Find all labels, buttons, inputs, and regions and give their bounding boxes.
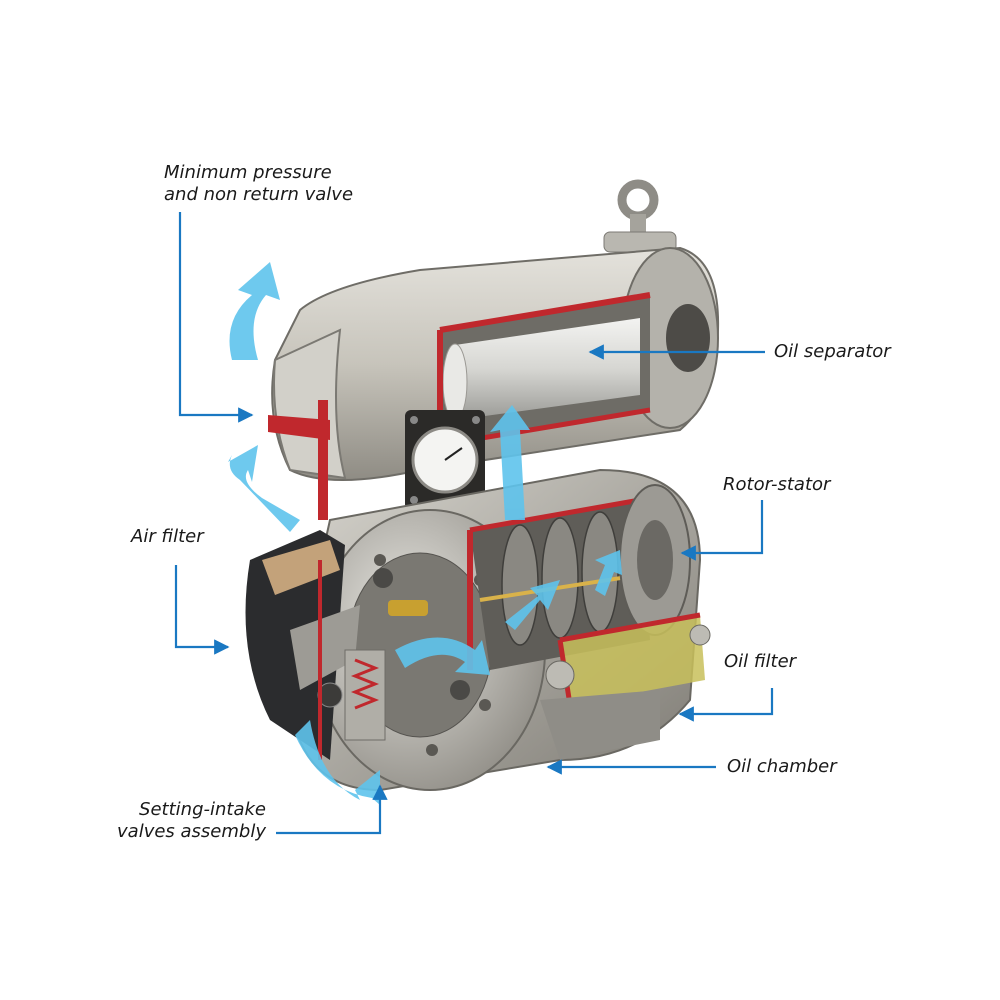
pressure-gauge bbox=[405, 410, 485, 510]
label-air-filter: Air filter bbox=[131, 526, 204, 548]
label-rotor-stator: Rotor-stator bbox=[723, 474, 830, 496]
label-oil-separator-text: Oil separator bbox=[774, 341, 891, 362]
intake-valves bbox=[344, 568, 470, 741]
leader-setting-intake bbox=[276, 784, 388, 835]
label-setting-intake: Setting-intake valves assembly bbox=[113, 799, 266, 843]
label-min-pressure: Minimum pressure and non return valve bbox=[164, 162, 353, 206]
airflow-arrows bbox=[228, 262, 622, 805]
label-setting-intake-line2: valves assembly bbox=[117, 821, 266, 842]
label-min-pressure-line2: and non return valve bbox=[164, 184, 354, 205]
oil-separator-tank bbox=[268, 246, 720, 520]
label-oil-chamber: Oil chamber bbox=[727, 756, 837, 778]
leader-min-pressure bbox=[178, 212, 254, 423]
label-setting-intake-line1: Setting-intake bbox=[139, 799, 266, 820]
air-filter bbox=[245, 530, 360, 760]
label-min-pressure-line1: Minimum pressure bbox=[164, 162, 332, 183]
leader-air-filter bbox=[174, 565, 230, 655]
label-air-filter-text: Air filter bbox=[131, 526, 204, 547]
eye-bolt bbox=[603, 179, 677, 253]
label-rotor-stator-text: Rotor-stator bbox=[723, 474, 831, 495]
label-oil-chamber-text: Oil chamber bbox=[727, 756, 837, 777]
leader-lines bbox=[174, 212, 774, 835]
leader-oil-filter bbox=[678, 688, 774, 722]
label-oil-separator: Oil separator bbox=[774, 341, 891, 363]
leader-rotor-stator bbox=[680, 500, 764, 561]
label-oil-filter: Oil filter bbox=[724, 651, 796, 673]
label-oil-filter-text: Oil filter bbox=[724, 651, 797, 672]
